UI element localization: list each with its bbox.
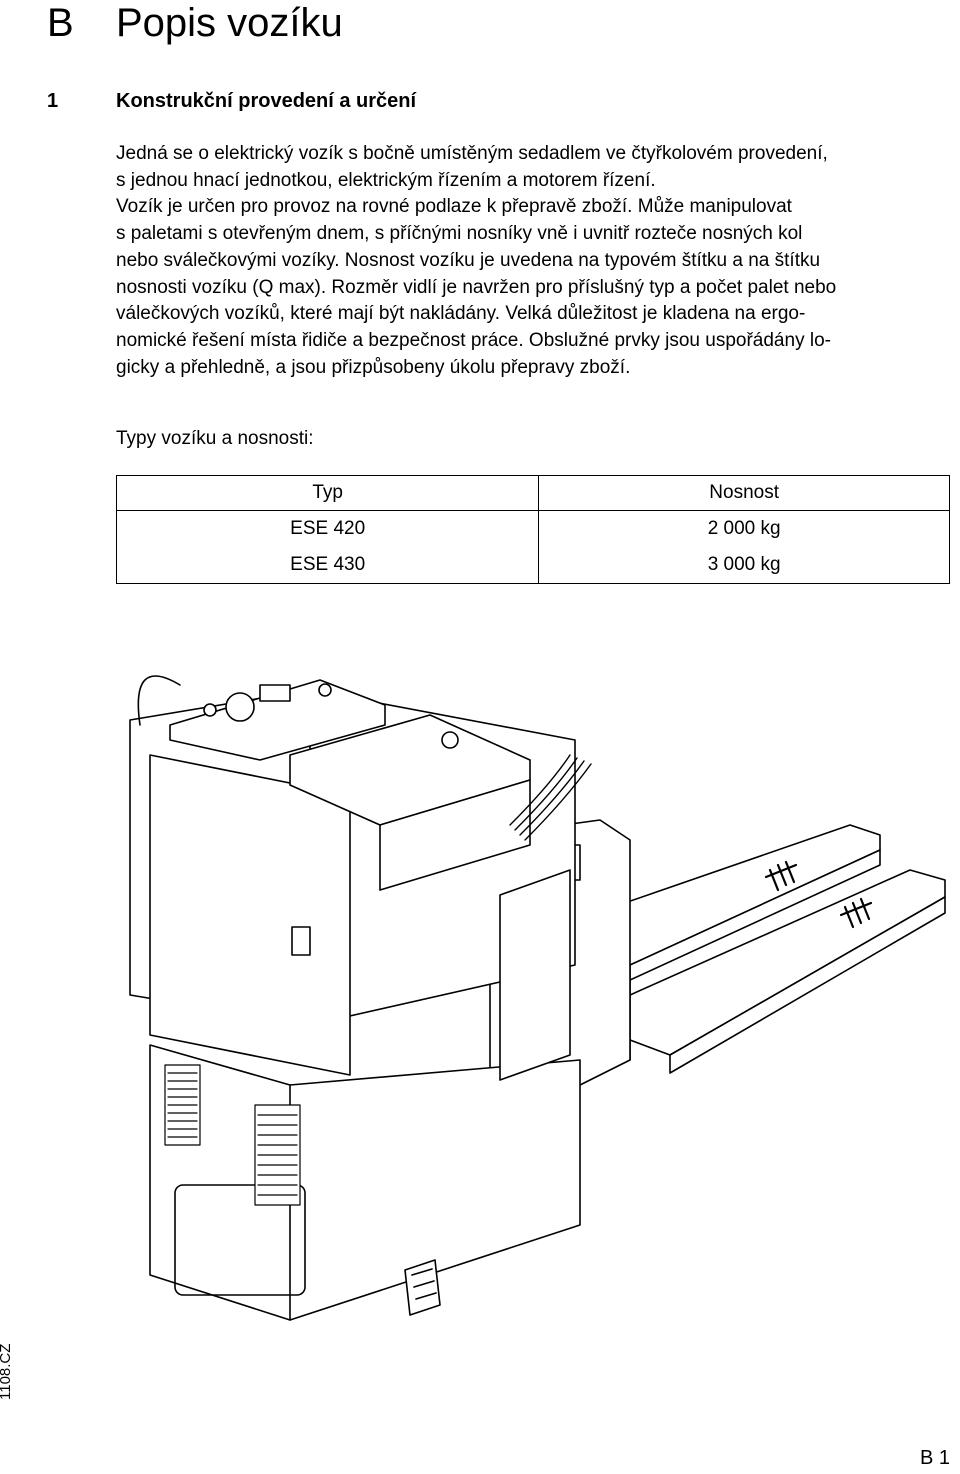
column-header-type: Typ bbox=[115, 475, 540, 511]
fork-left bbox=[589, 824, 881, 1061]
intro-line: gicky a přehledně, a jsou přizpůsobeny ú… bbox=[116, 356, 631, 378]
intro-line: Vozík je určen pro provoz na rovné podla… bbox=[116, 196, 792, 218]
cable-bundle bbox=[509, 754, 592, 841]
intro-line: nebo sválečkovými vozíky. Nosnost vozíku… bbox=[116, 249, 821, 271]
pallet-truck-illustration bbox=[129, 675, 946, 1321]
table-cell-type: ESE 430 bbox=[115, 547, 540, 584]
table-cell-type: ESE 420 bbox=[115, 510, 540, 547]
fork-marking bbox=[764, 860, 873, 929]
button-icon bbox=[203, 703, 217, 717]
table-row: ESE 430 3 000 kg bbox=[115, 547, 950, 584]
intro-line: s paletami s otevřeným dnem, s příčnými … bbox=[116, 223, 803, 245]
intro-line: nomické řešení místa řidiče a bezpečnost… bbox=[116, 329, 831, 351]
document-code: 1108.CZ bbox=[0, 1343, 14, 1400]
chapter-title: Popis vozíku bbox=[116, 1, 343, 45]
door-handle-icon bbox=[291, 926, 311, 956]
section-number: 1 bbox=[47, 90, 59, 112]
chassis-base bbox=[149, 1044, 581, 1321]
vent-grille bbox=[164, 1064, 301, 1206]
column-header-capacity: Nosnost bbox=[538, 475, 950, 511]
table-header-row: Typ Nosnost bbox=[115, 475, 950, 511]
truck-types-table: Typ Nosnost ESE 420 2 000 kg ESE 430 3 0… bbox=[115, 475, 950, 584]
section-title: Konstrukční provedení a určení bbox=[116, 90, 417, 112]
display-screen bbox=[259, 684, 291, 702]
table-cell-capacity: 2 000 kg bbox=[538, 510, 950, 547]
key-switch-icon bbox=[225, 692, 255, 722]
operator-console bbox=[137, 675, 531, 891]
fork-right bbox=[629, 869, 946, 1074]
intro-line: válečkových vozíků, které mají být naklá… bbox=[116, 303, 806, 325]
chapter-letter: B bbox=[47, 1, 74, 45]
page-number: B 1 bbox=[919, 1447, 950, 1469]
button-icon bbox=[441, 731, 459, 749]
intro-line: s jednou hnací jednotkou, elektrickým ří… bbox=[116, 169, 656, 191]
table-row: ESE 420 2 000 kg bbox=[115, 510, 950, 547]
front-door-panel bbox=[149, 754, 351, 1076]
intro-line: Jedná se o elektrický vozík s bočně umís… bbox=[116, 143, 828, 164]
button-icon bbox=[318, 683, 332, 697]
grab-handle bbox=[137, 675, 181, 726]
intro-line: nosnosti vozíku (Q max). Rozměr vidlí je… bbox=[116, 276, 837, 298]
table-caption: Typy vozíku a nosnosti: bbox=[116, 428, 314, 449]
table-cell-capacity: 3 000 kg bbox=[538, 547, 950, 584]
intro-paragraph: Jedná se o elektrický vozík s bočně umís… bbox=[116, 141, 956, 381]
